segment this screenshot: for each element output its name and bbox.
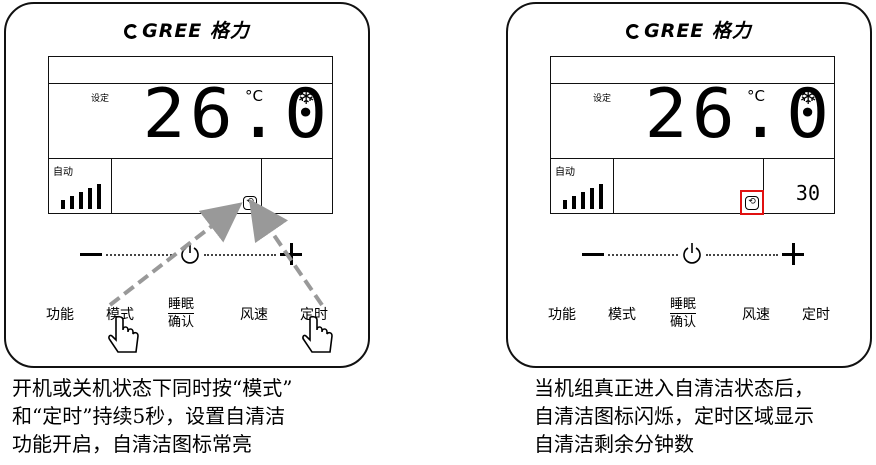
fan-level-icon	[61, 183, 107, 209]
caption-left: 开机或关机状态下同时按“模式” 和“定时”持续5秒，设置自清洁 功能开启，自清洁…	[12, 376, 293, 456]
mode-button[interactable]: 模式	[608, 307, 636, 323]
fan-speed-button[interactable]: 风速	[742, 307, 770, 323]
minus-button[interactable]	[80, 253, 102, 256]
temperature-display: 26.0	[644, 75, 834, 154]
auto-label: 自动	[53, 167, 73, 178]
lcd-display: 设定 26.0 °C ❄ 自动 ⟲ 30	[550, 56, 835, 215]
controller-panel-right: GREE 格力 设定 26.0 °C ❄ 自动 ⟲ 30 功能 模式	[506, 2, 872, 368]
function-button[interactable]: 功能	[548, 307, 576, 323]
timer-remaining-display: 30	[795, 181, 820, 205]
snowflake-icon: ❄	[297, 85, 316, 110]
minus-button[interactable]	[582, 253, 604, 256]
set-label: 设定	[91, 94, 110, 104]
confirm-label: 确认	[670, 313, 697, 330]
button-row: 功能 模式 睡眠 确认 风速 定时	[6, 297, 368, 338]
button-row: 功能 模式 睡眠 确认 风速 定时	[508, 297, 870, 338]
sleep-label: 睡眠	[670, 297, 697, 312]
fan-speed-button[interactable]: 风速	[240, 307, 268, 323]
power-icon[interactable]	[682, 242, 702, 264]
sleep-confirm-button[interactable]: 睡眠 确认	[168, 296, 195, 331]
auto-label: 自动	[555, 167, 575, 178]
sleep-label: 睡眠	[168, 297, 195, 312]
set-label: 设定	[593, 94, 612, 104]
snowflake-icon: ❄	[799, 85, 818, 110]
gree-logo: GREE 格力	[508, 16, 870, 43]
timer-button[interactable]: 定时	[300, 307, 328, 323]
confirm-label: 确认	[168, 313, 195, 330]
celsius-unit: °C	[245, 87, 263, 105]
function-button[interactable]: 功能	[46, 307, 74, 323]
controller-panel-left: GREE 格力 设定 26.0 °C ❄ 自动 ⟲ 功能 模式 睡	[4, 2, 370, 368]
lcd-display: 设定 26.0 °C ❄ 自动 ⟲	[48, 56, 333, 214]
temperature-display: 26.0	[142, 75, 332, 154]
timer-button[interactable]: 定时	[802, 307, 830, 323]
caption-right: 当机组真正进入自清洁状态后， 自清洁图标闪烁，定时区域显示 自清洁剩余分钟数	[534, 376, 814, 456]
sleep-confirm-button[interactable]: 睡眠 确认	[670, 296, 697, 331]
gree-logo: GREE 格力	[6, 16, 368, 43]
fan-level-icon	[563, 183, 609, 209]
celsius-unit: °C	[747, 87, 765, 105]
arrow-timer-to-icon	[248, 198, 324, 307]
mode-button[interactable]: 模式	[106, 307, 134, 323]
clean-icon-highlight	[740, 190, 764, 215]
control-row	[508, 240, 870, 270]
hand-pointer-icon	[108, 315, 139, 353]
arrow-mode-to-icon	[108, 202, 243, 307]
clean-icon: ⟲	[745, 196, 759, 210]
hand-pointer-icon	[302, 315, 333, 353]
